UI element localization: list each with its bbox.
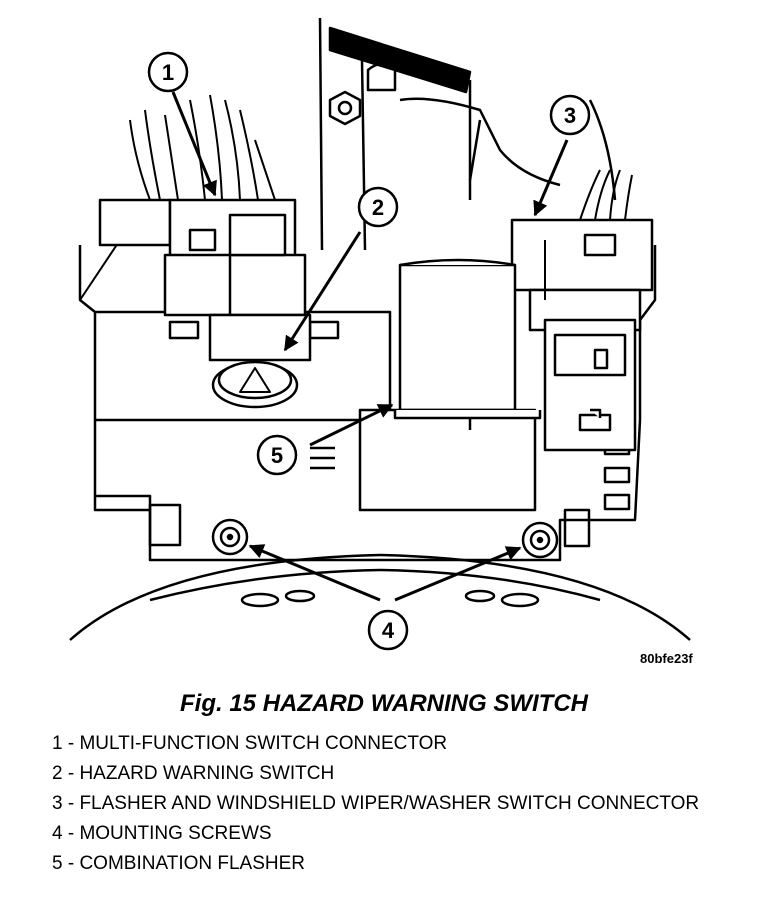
- flasher-wiper-connector: [510, 218, 654, 452]
- svg-text:1: 1: [162, 60, 174, 85]
- callout-2: 2: [357, 186, 399, 228]
- mounting-screw-left: [211, 518, 249, 556]
- legend-item-1: 1 - MULTI-FUNCTION SWITCH CONNECTOR: [52, 733, 448, 754]
- svg-text:4: 4: [382, 618, 395, 643]
- wire-harness-right: [579, 169, 633, 221]
- legend-list: 1 - MULTI-FUNCTION SWITCH CONNECTOR 2 - …: [52, 734, 752, 884]
- svg-text:2: 2: [372, 195, 384, 220]
- figure-id: 80bfe23f: [640, 651, 693, 666]
- svg-text:5: 5: [271, 443, 283, 468]
- hazard-warning-switch: [208, 313, 312, 409]
- callout-1: 1: [147, 51, 189, 93]
- hazard-switch-diagram: 1 2 3 4 5 80bfe23f: [69, 17, 693, 666]
- legend-item-2: 2 - HAZARD WARNING SWITCH: [52, 763, 335, 784]
- figure-caption: Fig. 15 HAZARD WARNING SWITCH: [180, 690, 588, 717]
- legend-item-3: 3 - FLASHER AND WINDSHIELD WIPER/WASHER …: [52, 793, 700, 814]
- combination-flasher: [310, 258, 542, 512]
- callout-5: 5: [256, 434, 298, 476]
- svg-text:3: 3: [564, 103, 576, 128]
- steering-wheel-hub: [69, 553, 691, 641]
- column-bolt: [328, 90, 362, 126]
- leader-lines: [171, 91, 569, 602]
- callout-4: 4: [367, 609, 409, 651]
- legend-item-4: 4 - MOUNTING SCREWS: [52, 823, 272, 844]
- steering-column: [318, 17, 617, 251]
- callout-3: 3: [549, 94, 591, 136]
- multi-function-switch-connector: [98, 198, 307, 317]
- mounting-screw-right: [521, 521, 559, 559]
- legend-item-5: 5 - COMBINATION FLASHER: [52, 853, 306, 874]
